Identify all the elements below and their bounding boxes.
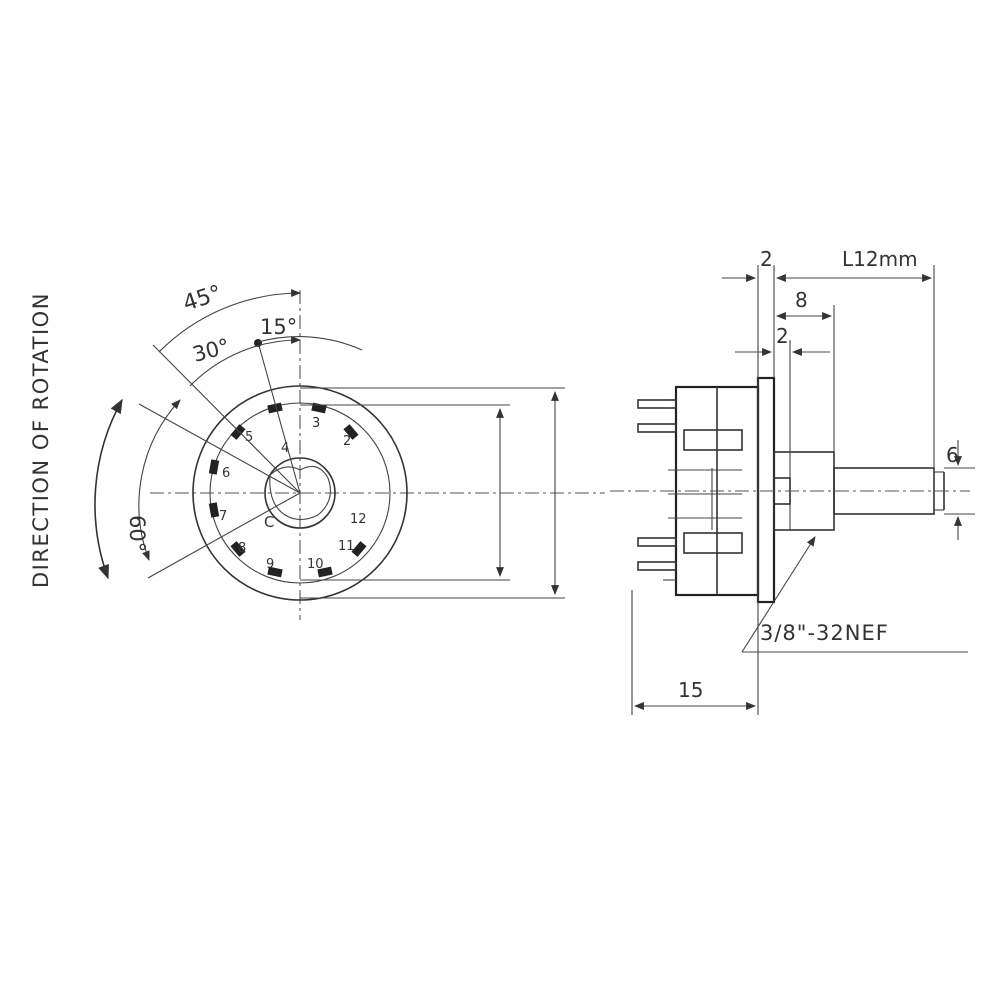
arc-60 bbox=[138, 399, 181, 561]
terminal-ring-circle bbox=[209, 402, 391, 584]
angle-line-15 bbox=[257, 341, 301, 494]
contact-rail bbox=[683, 532, 743, 554]
dim-thread-length: 8 bbox=[795, 288, 808, 312]
terminal-tab bbox=[267, 566, 283, 578]
position-number: 9 bbox=[266, 557, 274, 572]
terminal-tab bbox=[351, 541, 367, 557]
thread-leader bbox=[741, 536, 816, 653]
position-number: 11 bbox=[338, 539, 355, 554]
dim-shaft-dia: 6 bbox=[946, 443, 959, 467]
arc-30 bbox=[189, 336, 301, 387]
contact-rail bbox=[683, 429, 743, 451]
position-number: 5 bbox=[245, 430, 253, 445]
hub-contact-sketch bbox=[269, 465, 331, 521]
dim-shaft-length: L12mm bbox=[842, 247, 918, 271]
thread-spec-label: 3/8"-32NEF bbox=[760, 621, 889, 645]
terminal-pin bbox=[637, 561, 677, 571]
position-number: 8 bbox=[238, 541, 246, 556]
angle-line-lower bbox=[147, 492, 301, 579]
terminal-tab bbox=[311, 402, 327, 414]
terminal-tab bbox=[317, 566, 333, 578]
terminal-tab bbox=[208, 459, 220, 475]
arc-15 bbox=[257, 336, 363, 351]
center-hub bbox=[264, 457, 336, 529]
terminal-pins bbox=[637, 399, 743, 571]
dim-body-depth: 15 bbox=[678, 678, 703, 702]
terminal-tab bbox=[267, 402, 283, 414]
angle-label-60: 60° bbox=[125, 515, 149, 552]
dim-thread-offset: 2 bbox=[776, 324, 789, 348]
terminal-pin bbox=[637, 423, 677, 433]
terminal-tab bbox=[230, 424, 246, 440]
terminal-tab bbox=[230, 541, 246, 557]
dim-flange-gap: 2 bbox=[760, 247, 773, 271]
body-outer-circle bbox=[192, 385, 408, 601]
terminal-pin bbox=[637, 537, 677, 547]
angle-line-45 bbox=[152, 344, 301, 494]
mounting-flange bbox=[756, 376, 776, 604]
rotation-arrow bbox=[94, 398, 123, 580]
side-view: 2 L12mm 8 2 6 15 3/8"-32NEF bbox=[610, 247, 975, 715]
terminal-tab bbox=[208, 502, 220, 518]
position-number: 6 bbox=[222, 466, 230, 481]
angle-label-30: 30° bbox=[190, 334, 232, 367]
position-number: 7 bbox=[219, 509, 227, 524]
position-number: 2 bbox=[343, 434, 351, 449]
position-number: 10 bbox=[307, 557, 324, 572]
front-view: DIRECTION OF ROTATION 4 3 2 5 6 bbox=[29, 281, 605, 620]
direction-of-rotation-label: DIRECTION OF ROTATION bbox=[29, 292, 53, 588]
hub-label: C bbox=[264, 513, 274, 531]
shaft bbox=[833, 467, 935, 515]
terminal-tab bbox=[343, 424, 359, 440]
angle-label-15: 15° bbox=[260, 315, 297, 339]
terminal-tabs bbox=[208, 402, 367, 578]
position-number: 12 bbox=[350, 512, 367, 527]
angle-line-60 bbox=[138, 403, 301, 494]
position-number: 3 bbox=[312, 416, 320, 431]
terminal-pin bbox=[637, 399, 677, 409]
position-number: 4 bbox=[281, 441, 289, 456]
arc-45 bbox=[158, 289, 301, 353]
